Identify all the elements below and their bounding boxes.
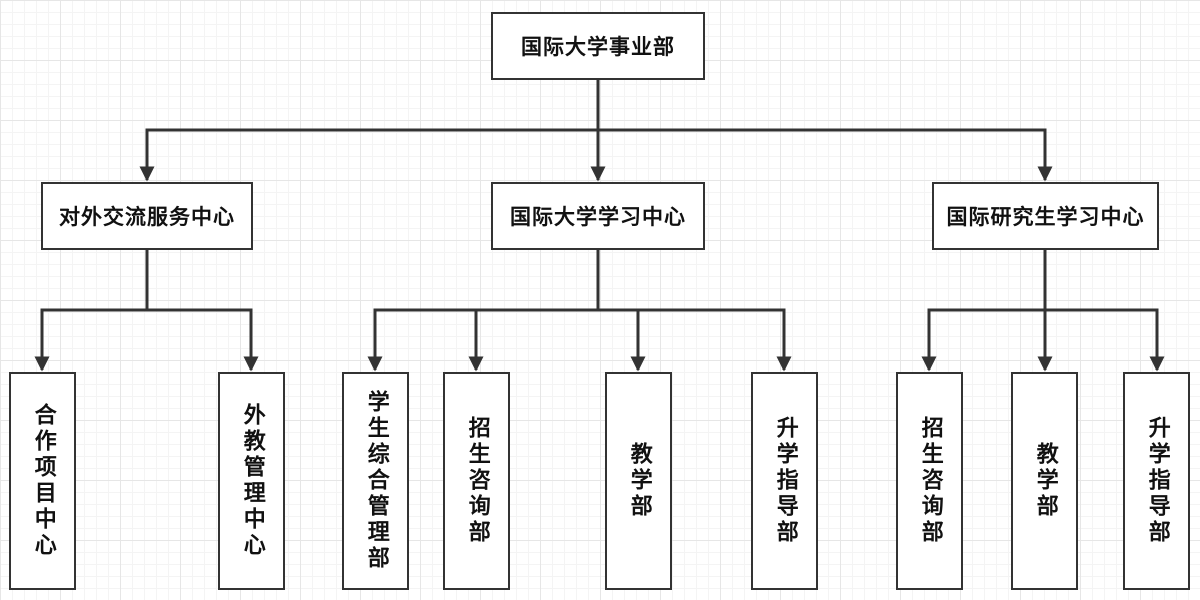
center-label: 对外交流服务中心 [59, 205, 235, 229]
root-node: 国际大学事业部 [491, 12, 705, 80]
dept-node: 招生咨询部 [896, 372, 963, 590]
dept-node: 外教管理中心 [218, 372, 285, 590]
dept-node: 招生咨询部 [443, 372, 510, 590]
dept-label: 教学部 [626, 442, 652, 520]
dept-node: 升学指导部 [751, 372, 818, 590]
connector-center3-dept-3 [1045, 308, 1165, 372]
center-label: 国际大学学习中心 [510, 205, 686, 229]
center-label: 国际研究生学习中心 [946, 205, 1145, 229]
connector-center2-dept-4 [598, 308, 792, 372]
connector-center2-dept-1 [367, 250, 600, 372]
connector-root-center-1 [139, 80, 600, 182]
dept-label: 升学指导部 [772, 416, 798, 546]
dept-label: 招生咨询部 [464, 416, 490, 546]
dept-node: 教学部 [1011, 372, 1078, 590]
dept-label: 学生综合管理部 [363, 390, 389, 572]
dept-label: 升学指导部 [1144, 416, 1170, 546]
dept-node: 合作项目中心 [9, 372, 76, 590]
root-label: 国际大学事业部 [521, 35, 675, 59]
connector-center1-dept-2 [147, 308, 259, 372]
dept-node: 升学指导部 [1123, 372, 1190, 590]
connector-root-center-3 [598, 128, 1053, 182]
center-node-undergrad-study: 国际大学学习中心 [491, 182, 705, 250]
dept-label: 招生咨询部 [917, 416, 943, 546]
dept-label: 外教管理中心 [239, 403, 265, 559]
dept-node: 学生综合管理部 [342, 372, 409, 590]
dept-node: 教学部 [605, 372, 672, 590]
dept-label: 合作项目中心 [30, 403, 56, 559]
center-node-external-exchange: 对外交流服务中心 [41, 182, 253, 250]
dept-label: 教学部 [1032, 442, 1058, 520]
center-node-graduate-study: 国际研究生学习中心 [932, 182, 1159, 250]
connector-center1-dept-1 [34, 250, 149, 372]
connector-center3-dept-1 [921, 250, 1047, 372]
